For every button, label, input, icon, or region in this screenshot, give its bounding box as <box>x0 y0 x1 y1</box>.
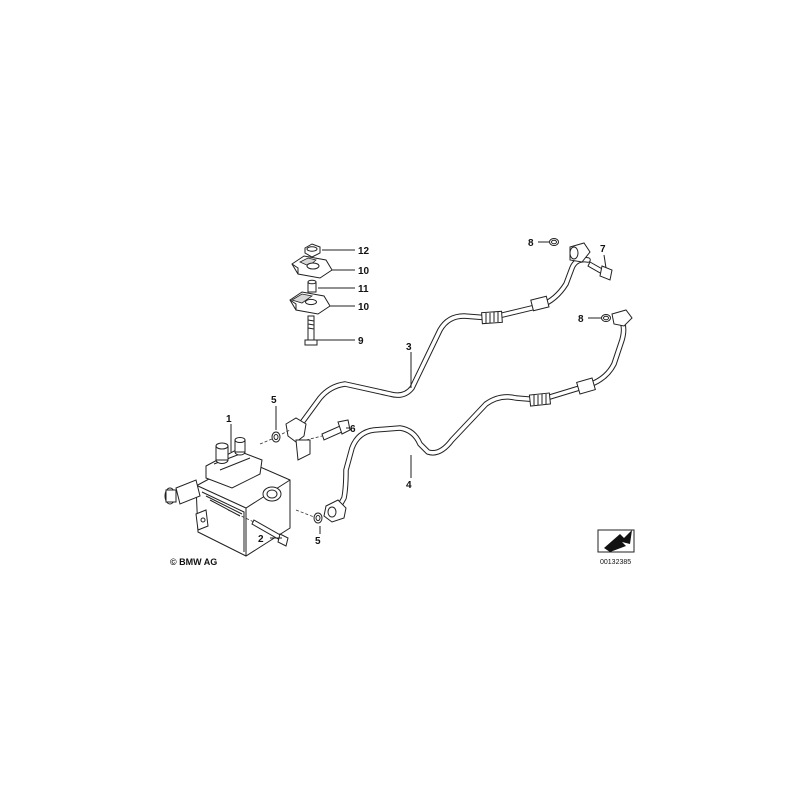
callout-3: 3 <box>406 342 412 353</box>
bolt-7 <box>587 261 613 281</box>
seal-ring-8-upper <box>549 238 559 246</box>
callout-10-lower: 10 <box>358 302 370 313</box>
callout-11: 11 <box>358 284 369 295</box>
seal-ring-5-upper <box>259 429 291 445</box>
callout-4: 4 <box>406 480 412 491</box>
callout-10-upper: 10 <box>358 266 370 277</box>
callout-5-lower: 5 <box>315 536 321 547</box>
callout-12: 12 <box>358 246 370 257</box>
oil-pipe-3 <box>285 242 591 461</box>
callout-2: 2 <box>258 534 264 545</box>
callout-8-lower: 8 <box>578 314 584 325</box>
nut-12 <box>304 243 321 258</box>
oil-pipe-4 <box>323 309 633 523</box>
callout-1: 1 <box>226 414 232 425</box>
arrow-icon <box>604 530 632 552</box>
seal-ring-8-lower <box>601 314 611 322</box>
lower-clamp-10 <box>289 291 331 315</box>
spacer-11 <box>307 279 317 293</box>
reference-number: 00132385 <box>600 559 631 566</box>
bolt-6 <box>305 419 351 441</box>
copyright-text: © BMW AG <box>170 557 217 567</box>
callout-8-upper: 8 <box>528 238 534 249</box>
leader-lines <box>230 241 607 539</box>
upper-clamp-10 <box>291 255 333 279</box>
callout-6: 6 <box>350 424 356 435</box>
seal-ring-5-lower <box>295 509 323 524</box>
callout-7: 7 <box>600 244 606 255</box>
clamp-assembly <box>289 243 333 346</box>
callout-labels: 12 10 11 10 9 3 4 1 5 5 2 6 8 8 7 <box>226 238 606 547</box>
reference-block: 00132385 <box>597 529 635 566</box>
bolt-9 <box>304 315 318 346</box>
callout-9: 9 <box>358 336 364 347</box>
callout-5-upper: 5 <box>271 395 277 406</box>
bolt-2 <box>227 509 289 547</box>
